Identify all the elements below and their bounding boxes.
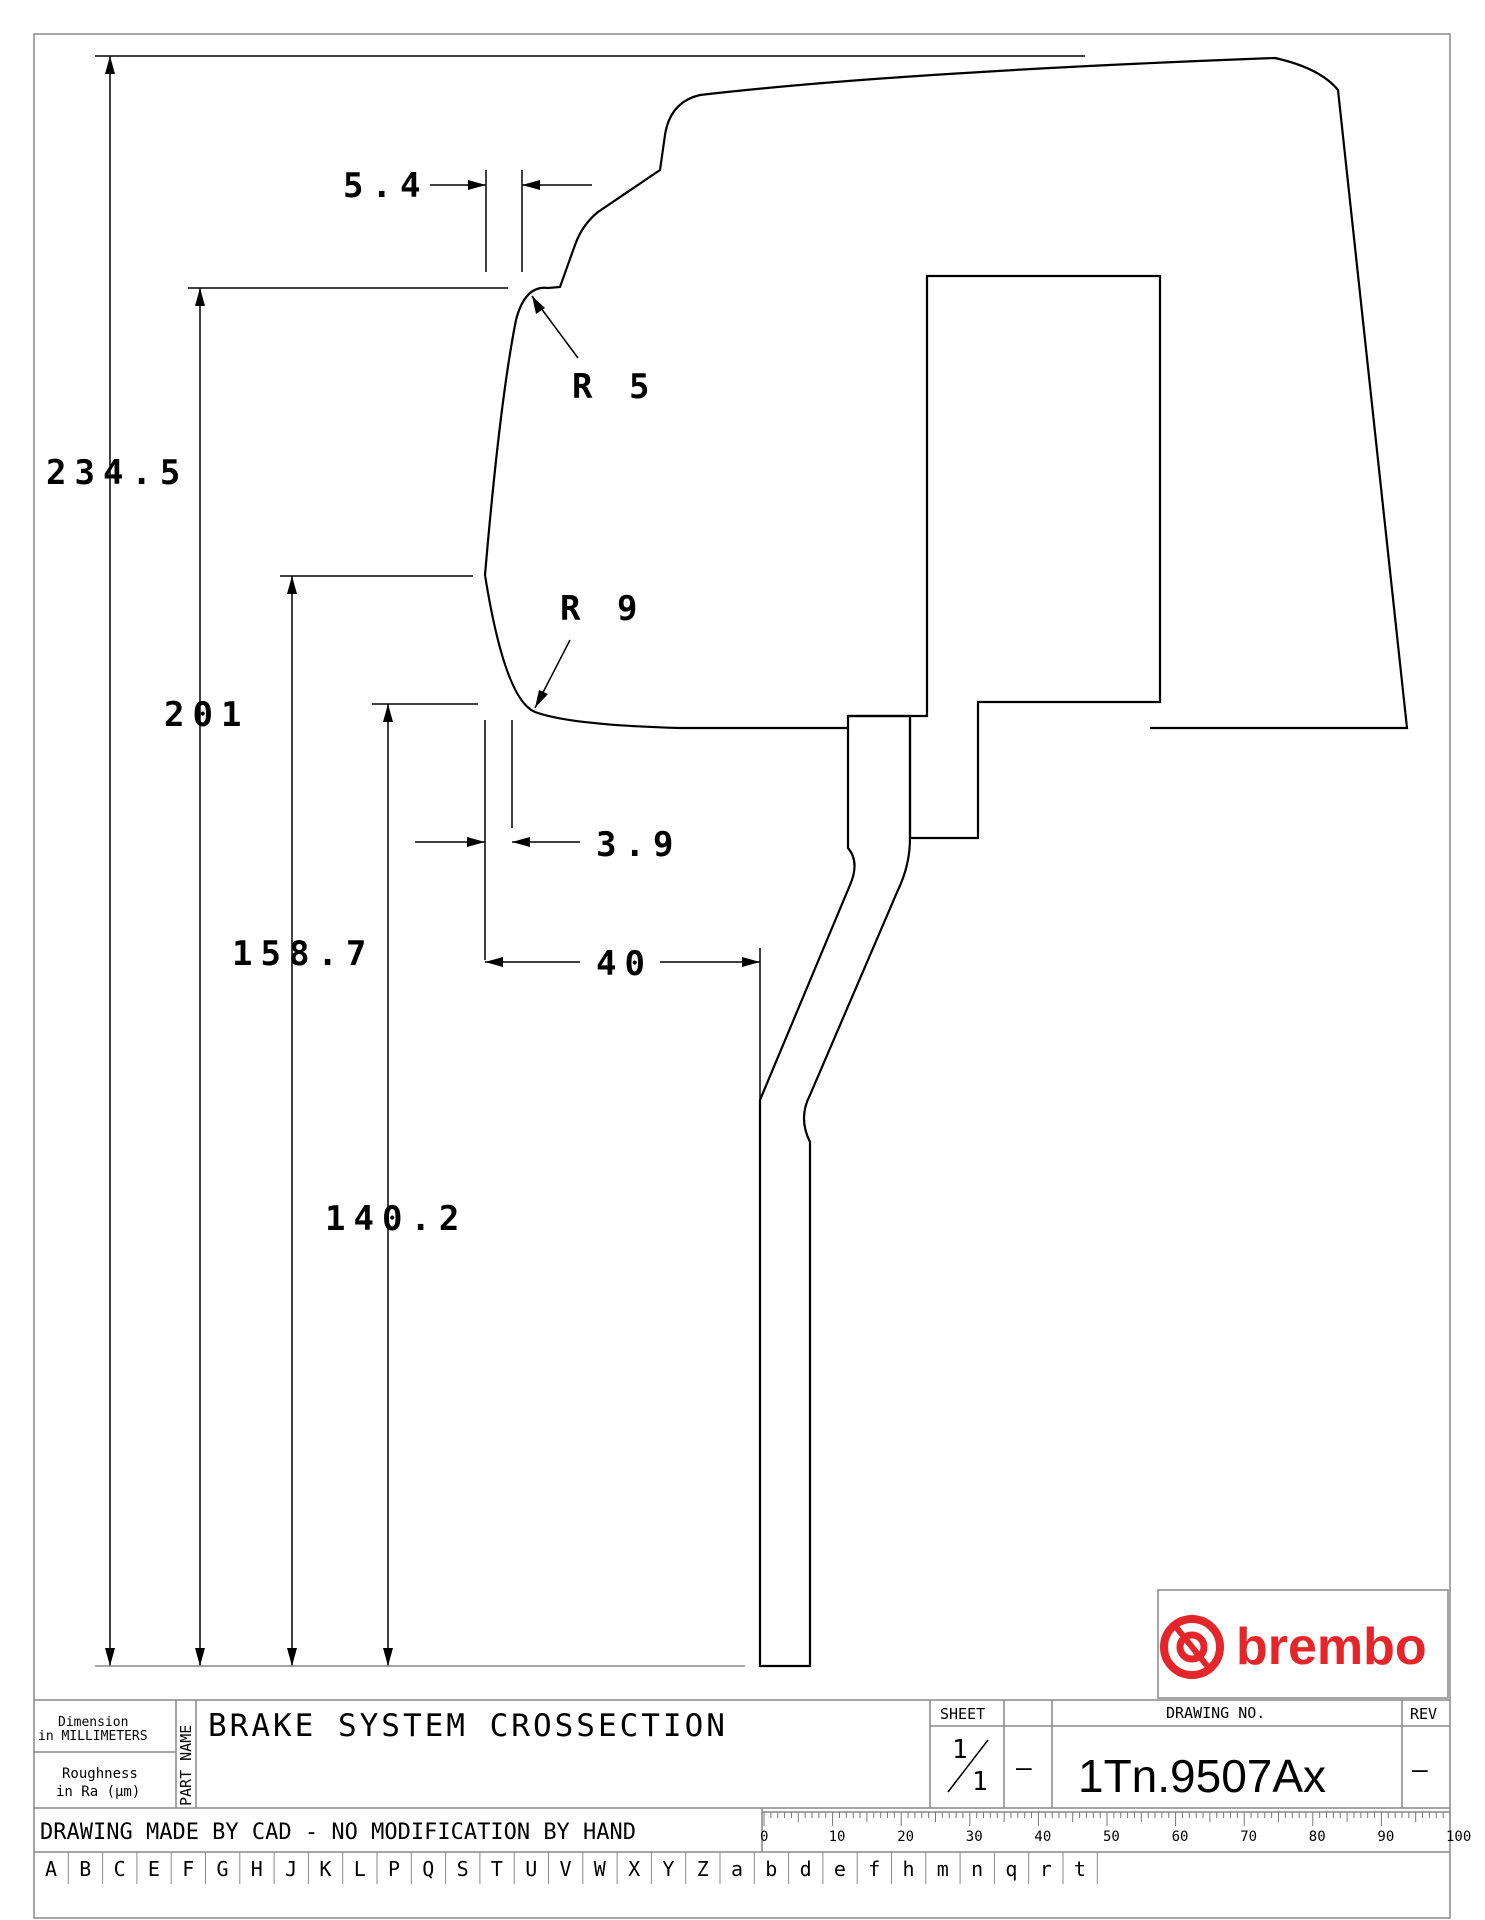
cad-note: DRAWING MADE BY CAD - NO MODIFICATION BY…	[40, 1820, 636, 1845]
title-block	[34, 1699, 1450, 1853]
roughness-label: Roughness	[62, 1766, 138, 1782]
grid-letter: W	[594, 1857, 607, 1881]
grid-letter: P	[388, 1857, 400, 1881]
grid-letter: K	[319, 1857, 331, 1881]
grid-letter: U	[525, 1857, 537, 1881]
grid-letter: b	[765, 1857, 777, 1881]
grid-letter: J	[285, 1857, 297, 1881]
part-name-label: PART NAME	[177, 1725, 195, 1806]
grid-letter: h	[903, 1857, 915, 1881]
grid-letter: F	[182, 1857, 194, 1881]
dim-234-5: 234.5	[46, 453, 188, 493]
ruler-label: 50	[1103, 1829, 1120, 1845]
grid-letter: n	[971, 1857, 983, 1881]
ruler-label: 0	[760, 1829, 768, 1845]
ruler-label: 100	[1446, 1829, 1471, 1845]
sheet-frame	[33, 33, 1451, 1919]
grid-letter: V	[560, 1857, 572, 1881]
dim-5-4: 5.4	[343, 166, 428, 206]
dim-158-7: 158.7	[232, 934, 374, 974]
part-outline	[483, 56, 1409, 1668]
grid-letter: A	[45, 1857, 57, 1881]
dim-r9: R 9	[560, 589, 645, 629]
grid-letter: Y	[662, 1857, 674, 1881]
grid-letter: q	[1005, 1857, 1017, 1881]
dim-3-9: 3.9	[596, 825, 681, 865]
grid-letter: d	[800, 1857, 812, 1881]
rev-value: —	[1412, 1755, 1428, 1785]
ruler-label: 20	[897, 1829, 914, 1845]
grid-letter: B	[79, 1857, 91, 1881]
dim-201: 201	[164, 695, 249, 735]
scale-ruler: 0 10 20 30 40 50 60 70 80 90 100	[760, 1812, 1471, 1845]
drawing-number: 1Tn.9507Ax	[1078, 1750, 1326, 1802]
ruler-label: 40	[1034, 1829, 1051, 1845]
ruler-label: 80	[1309, 1829, 1326, 1845]
sheet-number: 1	[952, 1735, 968, 1765]
grid-letter: f	[868, 1857, 880, 1881]
ruler-label: 10	[829, 1829, 846, 1845]
grid-letter: L	[354, 1857, 366, 1881]
sheet-label: SHEET	[940, 1705, 985, 1723]
dim-140-2: 140.2	[325, 1199, 467, 1239]
ruler-label: 70	[1240, 1829, 1257, 1845]
ruler-label: 60	[1172, 1829, 1189, 1845]
dim-r5: R 5	[572, 367, 657, 407]
drawing-no-label: DRAWING NO.	[1166, 1704, 1265, 1722]
grid-letter: X	[628, 1857, 640, 1881]
dimension-unit-label: in MILLIMETERS	[38, 1729, 148, 1744]
grid-letter: E	[148, 1857, 160, 1881]
grid-letter: G	[217, 1857, 229, 1881]
grid-letter: Z	[697, 1857, 709, 1881]
brembo-logo: brembo	[1157, 1589, 1449, 1699]
grid-letter: T	[491, 1857, 503, 1881]
grid-letter: e	[834, 1857, 846, 1881]
ruler-label: 90	[1377, 1829, 1394, 1845]
grid-letter: H	[251, 1857, 263, 1881]
ruler-label: 30	[966, 1829, 983, 1845]
sheet-dash: —	[1016, 1753, 1032, 1783]
brand-name: brembo	[1236, 1618, 1427, 1676]
grid-letter: Q	[422, 1857, 434, 1881]
sheet-total: 1	[972, 1767, 988, 1797]
grid-letter: S	[457, 1857, 469, 1881]
grid-letter: r	[1040, 1857, 1052, 1881]
rev-label: REV	[1410, 1705, 1437, 1723]
grid-letter: C	[114, 1857, 126, 1881]
dimension-lines	[95, 55, 1085, 1667]
part-name: BRAKE SYSTEM CROSSECTION	[208, 1708, 728, 1744]
grid-letter: m	[937, 1857, 949, 1881]
dim-40: 40	[596, 944, 653, 984]
grid-letter: a	[731, 1857, 743, 1881]
grid-letter: t	[1074, 1857, 1086, 1881]
dimension-label: Dimension	[58, 1715, 128, 1730]
roughness-unit-label: in Ra (µm)	[56, 1784, 140, 1800]
